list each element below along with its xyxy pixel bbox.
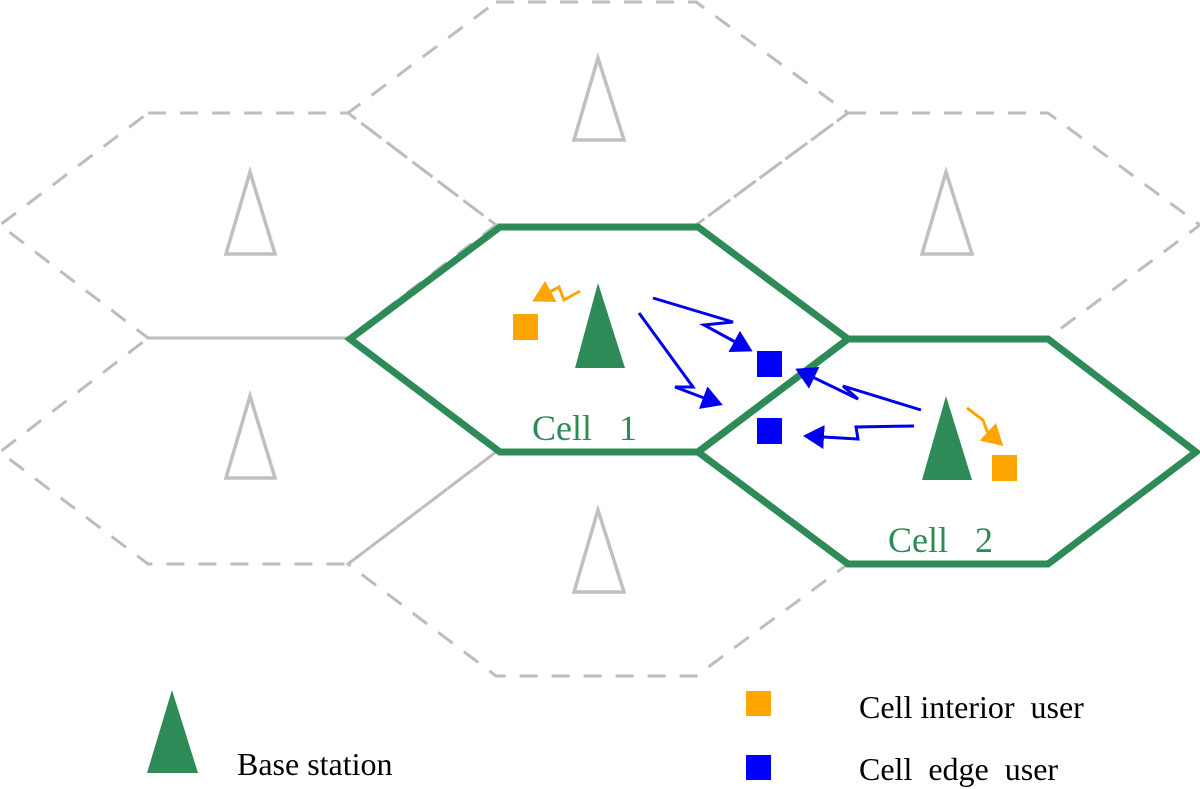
inactive-base-station-icon [223,165,278,256]
signal-link-arrow [795,367,922,412]
serving-link-arrow [532,280,581,303]
signal-link-arrow [652,296,753,352]
legend-edge-user-label: Cell edge user [859,751,1058,787]
inactive-base-station-icon [223,389,278,480]
base-station-icon [922,396,972,480]
legend-interior-user-label: Cell interior user [859,689,1084,725]
signal-link-arrow [803,424,915,450]
cell-2-boundary [692,335,1200,568]
base-station-icon [575,283,625,368]
cell-1-label: Cell 1 [532,408,637,448]
legend-edge-user-icon [746,755,771,780]
cell-2-label: Cell 2 [888,520,993,560]
interior-user-marker [992,455,1017,481]
inactive-base-station-icon [571,503,627,594]
hex-cell-top [345,0,851,227]
hex-cell-lower-left [0,336,499,566]
inactive-base-station-icon [571,51,627,142]
legend-base-station-icon [147,690,198,773]
signal-link-arrow [637,312,723,409]
hex-cell-upper-left [0,111,499,340]
edge-user-marker [757,418,782,444]
interior-user-marker [513,314,538,340]
legend-interior-user-icon [746,691,771,716]
edge-user-marker [757,351,782,377]
inactive-base-station-icon [919,165,975,256]
legend-base-station-label: Base station [237,746,393,782]
hex-cell-upper-right [693,111,1200,340]
serving-link-arrow [966,406,1004,447]
hex-cell-bottom [345,450,851,678]
